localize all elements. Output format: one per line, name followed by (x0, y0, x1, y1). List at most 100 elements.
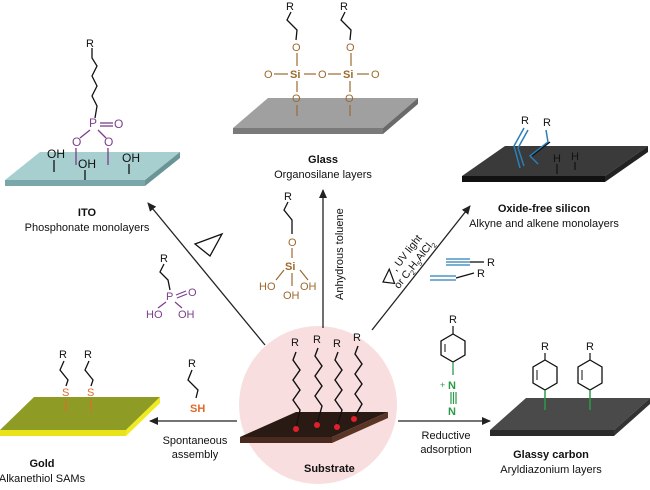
gold-edge-side (126, 397, 160, 436)
thiol-reagent: R SH (187, 358, 205, 415)
glass-o-label: O (345, 93, 354, 105)
silane-oh-label: OH (300, 281, 317, 293)
carbon-title: Glassy carbon (513, 449, 589, 461)
glass-o-label: O (371, 69, 380, 81)
substrate-group: R R R R Substrate (239, 326, 397, 484)
chain-r-label: R (353, 332, 361, 344)
thiol-r-label: R (188, 358, 196, 370)
silane-ho-label: HO (259, 281, 276, 293)
substrate-dots (293, 416, 357, 432)
glass-o-label: O (346, 42, 355, 54)
silicon-title: Oxide-free silicon (498, 203, 591, 215)
glass-group: R R O O Si Si O O O O O Glass Organosila… (233, 1, 418, 181)
glass-o-label: O (264, 69, 273, 81)
ito-oh-label: OH (47, 147, 65, 161)
silane-si-label: Si (285, 261, 295, 273)
silicon-group: R R H H Oxide-free silicon Alkyne and al… (462, 115, 648, 230)
silicon-h-label: H (571, 151, 579, 163)
carbon-edge-side (614, 398, 650, 436)
ito-edge (5, 180, 145, 186)
ito-o-label: O (104, 135, 113, 149)
arrow-to-ito (147, 202, 266, 346)
ito-oh-label: OH (122, 151, 140, 165)
condition-spontaneous: Spontaneous (163, 435, 228, 447)
substrate-chains (292, 345, 363, 429)
silane-o-label: O (288, 237, 297, 249)
substrate-halo (239, 326, 397, 484)
substrate-r-labels: R R R R (291, 332, 361, 350)
glass-surface (233, 98, 418, 128)
substrate-label: Substrate (304, 463, 355, 475)
ito-edge-side (145, 152, 180, 186)
carbon-subtitle: Aryldiazonium layers (500, 464, 602, 476)
glass-title: Glass (308, 154, 338, 166)
glass-o-label: O (292, 93, 301, 105)
glass-r-label: R (286, 1, 294, 13)
heat-symbol-icon (193, 232, 224, 257)
gold-title: Gold (29, 458, 54, 470)
phosphonic-oh-label: OH (178, 309, 195, 321)
alkene-r-label: R (477, 268, 485, 280)
ito-o-label: O (72, 135, 81, 149)
chain-r-label: R (313, 334, 321, 346)
phosphonic-ho-label: HO (146, 309, 163, 321)
glass-si-label: Si (343, 69, 353, 81)
condition-uv: , UV light or C2H5AlCl2 (382, 233, 439, 291)
condition-reductive: Reductive (422, 430, 471, 442)
diazonium-n-label: N (448, 406, 456, 418)
condition-toluene: Anhydrous toluene (334, 208, 346, 300)
diazonium-n-label: N (448, 380, 456, 392)
phosphonic-p-label: P (166, 291, 173, 303)
silicon-surface (462, 146, 648, 176)
glass-o-label: O (292, 42, 301, 54)
glass-si-label: Si (290, 69, 300, 81)
carbon-group: R R Glassy carbon Aryldiazonium layers (490, 341, 650, 476)
silicon-h-label: H (553, 153, 561, 165)
silicon-edge-side (605, 146, 648, 182)
condition-assembly: assembly (172, 449, 219, 461)
condition-adsorption: adsorption (420, 444, 471, 456)
silane-oh-label: OH (283, 290, 300, 302)
ito-r-label: R (86, 38, 94, 50)
gold-s-label: S (87, 387, 94, 399)
glass-r-label: R (340, 1, 348, 13)
diazonium-r-label: R (449, 314, 457, 326)
phosphonic-o-label: O (188, 287, 197, 299)
silicon-subtitle: Alkyne and alkene monolayers (469, 218, 619, 230)
ito-surface (5, 152, 180, 180)
silicon-r-label: R (521, 115, 529, 127)
glass-o-label: O (318, 69, 327, 81)
diazonium-plus-label: + (440, 380, 445, 390)
silicon-r-label: R (543, 117, 551, 129)
silicon-edge (462, 176, 605, 182)
silane-r-label: R (284, 191, 292, 203)
ito-subtitle: Phosphonate monolayers (25, 222, 150, 234)
arrow-to-silicon (371, 205, 471, 331)
gold-s-label: S (62, 387, 69, 399)
chain-r-label: R (291, 337, 299, 349)
heat-symbol-icon (382, 267, 396, 285)
ito-p-label: P (89, 116, 97, 130)
ito-group: R P O O O OH OH OH ITO Phosphonate monol… (5, 38, 180, 234)
carbon-edge (490, 430, 614, 436)
carbon-r-label: R (586, 341, 594, 353)
alkyne-reagents: R R (430, 257, 495, 281)
gold-r-label: R (84, 349, 92, 361)
ito-o-label: O (114, 117, 123, 131)
carbon-surface (490, 398, 650, 430)
gold-r-label: R (59, 349, 67, 361)
gold-group: R R S S Gold Alkanethiol SAMs (0, 349, 160, 485)
gold-subtitle: Alkanethiol SAMs (0, 473, 86, 485)
substrate-surface (240, 412, 388, 437)
glass-edge-side (383, 98, 418, 134)
silane-reagent: R O Si HO OH OH (259, 191, 317, 302)
chain-r-label: R (333, 338, 341, 350)
glass-subtitle: Organosilane layers (274, 169, 372, 181)
thiol-sh-label: SH (190, 403, 205, 415)
ito-oh-label: OH (78, 157, 96, 171)
glass-edge (233, 128, 383, 134)
reaction-arrows (147, 189, 491, 425)
gold-surface (0, 397, 160, 430)
